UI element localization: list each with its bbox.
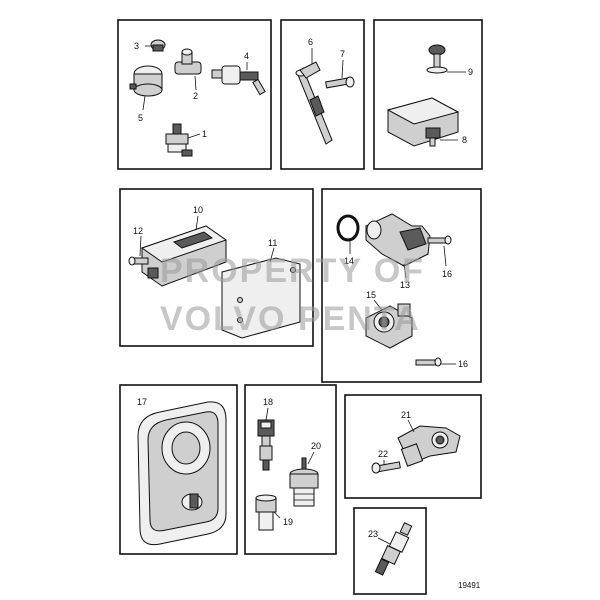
part-8-control-module: [386, 97, 460, 147]
part-22-bolt: [371, 461, 401, 474]
panel-parts-6-7: 6 7: [280, 19, 365, 170]
callout-19: 19: [283, 517, 293, 527]
callout-7: 7: [340, 49, 345, 59]
panel-sensors-1-5: 3 2 4 5 1: [117, 19, 272, 170]
panel-parts-21-22: 21 22: [344, 394, 482, 499]
callout-21: 21: [401, 410, 411, 420]
callout-14: 14: [344, 256, 354, 266]
callout-8: 8: [462, 135, 467, 145]
panel-part-23: 23: [353, 507, 427, 595]
callout-17: 17: [137, 397, 147, 407]
part-13-housing: [365, 213, 431, 267]
callout-15: 15: [366, 290, 376, 300]
callout-2: 2: [193, 91, 198, 101]
watermark-line-2: VOLVO PENTA: [160, 300, 421, 338]
part-20-sensor: [289, 457, 319, 507]
part-16-bolt-lower: [415, 357, 442, 367]
callout-16-lower: 16: [458, 359, 468, 369]
callout-16-upper: 16: [442, 269, 452, 279]
part-3-nut: [150, 39, 166, 52]
callout-5: 5: [138, 113, 143, 123]
callout-4: 4: [244, 51, 249, 61]
panel-parts-10-12: 10 12 11: [119, 188, 314, 347]
panel-part-17: 17: [119, 384, 238, 555]
watermark: PROPERTY OF VOLVO PENTA: [160, 252, 425, 338]
part-14-o-ring: [336, 214, 360, 242]
callout-23: 23: [368, 529, 378, 539]
callout-13: 13: [400, 280, 410, 290]
watermark-line-1: PROPERTY OF: [160, 252, 425, 290]
part-5-pressure-switch: [129, 65, 163, 97]
callout-10: 10: [193, 205, 203, 215]
callout-1: 1: [202, 129, 207, 139]
figure-number: 19491: [458, 581, 481, 590]
part-16-bolt-upper: [427, 235, 452, 245]
part-19-adapter: [255, 494, 277, 531]
callout-9: 9: [468, 67, 473, 77]
part-4-sensor: [211, 65, 266, 96]
part-18-sensor: [257, 419, 275, 471]
callout-3: 3: [134, 41, 139, 51]
callout-6: 6: [308, 37, 313, 47]
callout-11: 11: [268, 238, 277, 248]
callout-22: 22: [378, 449, 388, 459]
callout-12: 12: [133, 226, 143, 236]
part-17-cover: [137, 401, 227, 546]
part-2-tee-fitting: [174, 48, 202, 75]
callout-18: 18: [263, 397, 273, 407]
part-21-housing: [397, 425, 461, 467]
part-11-bracket: [221, 257, 301, 339]
part-15-thermostat-housing: [365, 303, 413, 349]
part-9-bolt: [426, 44, 448, 74]
callout-20: 20: [311, 441, 321, 451]
panel-parts-18-20: 18 20 19: [244, 384, 337, 555]
part-6-hose: [295, 61, 333, 145]
part-23-sensor: [374, 522, 413, 576]
part-7-bolt: [325, 76, 355, 89]
panel-parts-8-9: 9 8: [373, 19, 483, 170]
part-1-sender: [165, 123, 193, 157]
part-12-screw: [128, 256, 149, 266]
panel-parts-13-16: 14 13 16 15 16: [321, 188, 482, 383]
part-10-control-unit: [140, 225, 228, 287]
